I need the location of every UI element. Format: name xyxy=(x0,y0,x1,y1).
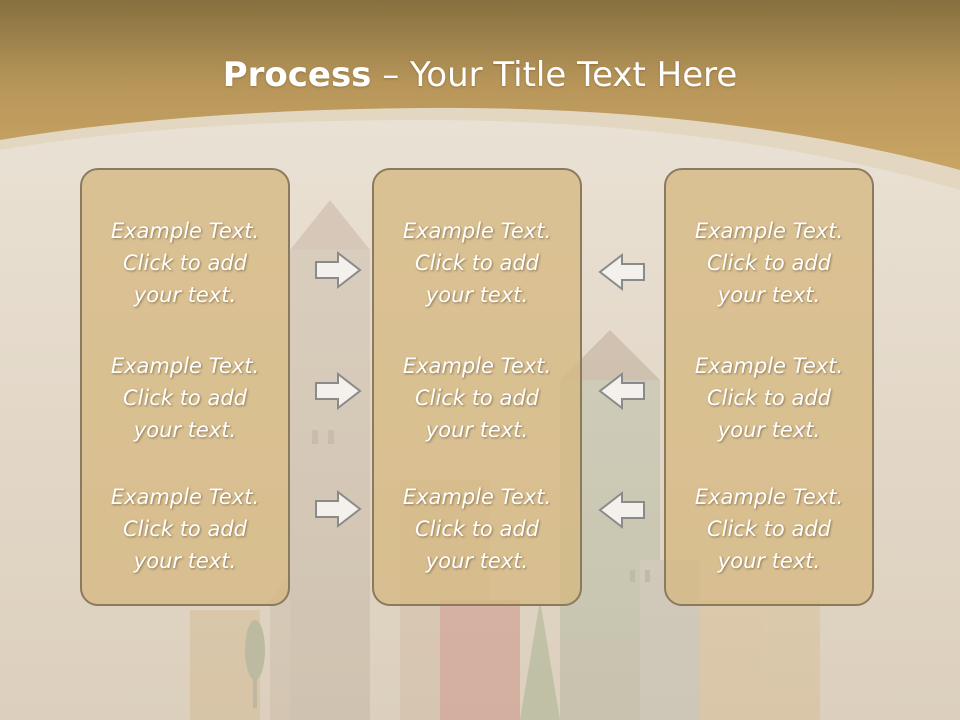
text-line: Example Text. xyxy=(110,219,260,243)
text-line: Click to add xyxy=(122,251,247,275)
text-line: your text. xyxy=(425,418,529,442)
title-rest-text: – Your Title Text Here xyxy=(371,55,738,95)
text-line: Example Text. xyxy=(694,354,844,378)
text-block[interactable]: Example Text. Click to add your text. xyxy=(374,481,580,577)
arrow-right-icon[interactable] xyxy=(312,371,364,411)
text-block[interactable]: Example Text. Click to add your text. xyxy=(374,215,580,311)
title-band xyxy=(0,0,960,190)
text-line: your text. xyxy=(717,418,821,442)
arrow-right-icon[interactable] xyxy=(312,250,364,290)
text-line: your text. xyxy=(717,549,821,573)
text-line: your text. xyxy=(133,283,237,307)
arrow-right-icon[interactable] xyxy=(312,489,364,529)
process-box-right[interactable]: Example Text. Click to add your text. Ex… xyxy=(664,168,874,606)
text-line: Click to add xyxy=(414,251,539,275)
text-line: Click to add xyxy=(706,517,831,541)
text-block[interactable]: Example Text. Click to add your text. xyxy=(666,350,872,446)
slide-title[interactable]: Process – Your Title Text Here xyxy=(0,50,960,100)
text-line: Example Text. xyxy=(110,485,260,509)
text-line: your text. xyxy=(133,549,237,573)
arrow-left-icon[interactable] xyxy=(596,490,648,530)
text-line: Click to add xyxy=(122,386,247,410)
arrow-left-icon[interactable] xyxy=(596,252,648,292)
arrow-left-icon[interactable] xyxy=(596,371,648,411)
text-line: Example Text. xyxy=(694,219,844,243)
text-line: Example Text. xyxy=(402,219,552,243)
text-block[interactable]: Example Text. Click to add your text. xyxy=(82,481,288,577)
text-line: Example Text. xyxy=(402,485,552,509)
text-block[interactable]: Example Text. Click to add your text. xyxy=(82,350,288,446)
text-line: Click to add xyxy=(706,386,831,410)
text-line: your text. xyxy=(717,283,821,307)
text-line: Example Text. xyxy=(694,485,844,509)
text-line: Click to add xyxy=(122,517,247,541)
text-line: your text. xyxy=(425,283,529,307)
text-block[interactable]: Example Text. Click to add your text. xyxy=(666,481,872,577)
text-line: Example Text. xyxy=(402,354,552,378)
text-line: your text. xyxy=(133,418,237,442)
text-block[interactable]: Example Text. Click to add your text. xyxy=(666,215,872,311)
process-box-left[interactable]: Example Text. Click to add your text. Ex… xyxy=(80,168,290,606)
text-line: Click to add xyxy=(706,251,831,275)
title-bold-text: Process xyxy=(222,55,372,95)
text-line: your text. xyxy=(425,549,529,573)
text-line: Click to add xyxy=(414,386,539,410)
text-block[interactable]: Example Text. Click to add your text. xyxy=(82,215,288,311)
text-line: Click to add xyxy=(414,517,539,541)
text-block[interactable]: Example Text. Click to add your text. xyxy=(374,350,580,446)
text-line: Example Text. xyxy=(110,354,260,378)
process-box-middle[interactable]: Example Text. Click to add your text. Ex… xyxy=(372,168,582,606)
